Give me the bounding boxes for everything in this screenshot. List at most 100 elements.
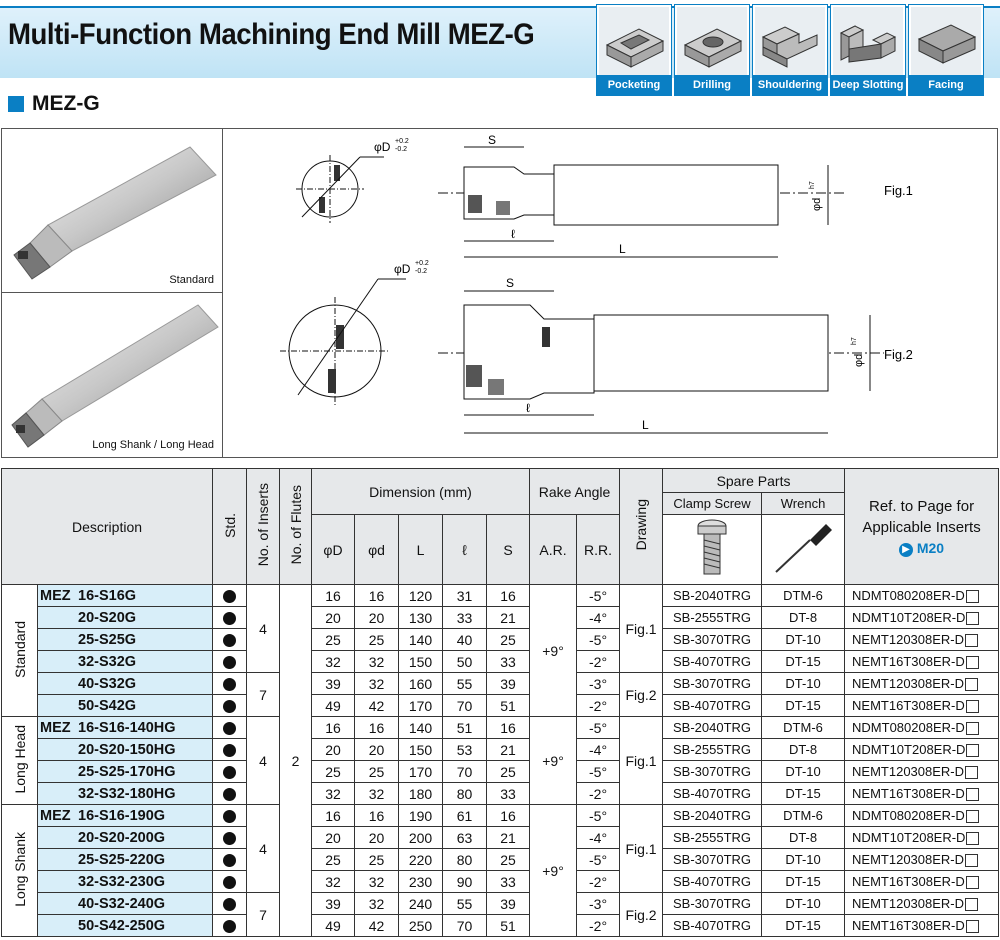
- ref-page-link[interactable]: M20: [916, 540, 945, 557]
- rr-cell: -5°: [576, 804, 621, 827]
- section-marker-icon: [8, 96, 24, 112]
- dim-L-cell: 220: [398, 848, 443, 871]
- insert-code: NEMT120308ER-D: [852, 851, 965, 867]
- insert-cell: NEMT16T308ER-D: [844, 870, 1000, 893]
- standard-stock-icon: [223, 810, 236, 824]
- standard-stock-icon: [223, 678, 236, 692]
- std-cell: [212, 804, 247, 827]
- dim-L-cell: 190: [398, 804, 443, 827]
- standard-stock-icon: [223, 898, 236, 912]
- tab-deep-slotting[interactable]: Deep Slotting: [830, 4, 906, 96]
- fig2-S-label: S: [506, 276, 514, 290]
- tab-pocketing[interactable]: Pocketing: [596, 4, 672, 96]
- std-cell: [212, 628, 247, 651]
- dim-D-cell: 25: [311, 848, 355, 871]
- insert-code: NEMT120308ER-D: [852, 631, 965, 647]
- dim-d-cell: 32: [354, 650, 399, 673]
- dim-l-cell: 70: [442, 760, 487, 783]
- standard-stock-icon: [223, 920, 236, 934]
- dim-D-cell: 39: [311, 672, 355, 695]
- ar-cell: +9°: [529, 804, 578, 937]
- page-header: Multi-Function Machining End Mill MEZ-G …: [0, 0, 1000, 96]
- std-cell: [212, 760, 247, 783]
- group-label: Long Shank: [1, 804, 38, 937]
- rr-cell: -4°: [576, 826, 621, 849]
- facing-icon: [911, 7, 981, 75]
- dim-S-cell: 25: [485, 760, 531, 783]
- dim-L-cell: 150: [398, 738, 443, 761]
- fig1-phid-label: φd: [811, 198, 823, 211]
- tab-drilling[interactable]: Drilling: [674, 4, 750, 96]
- wrench-cell: DT-10: [761, 628, 846, 651]
- standard-stock-icon: [223, 656, 236, 670]
- inserts-cell: 4: [246, 716, 280, 805]
- insert-code: NDMT10T208ER-D: [852, 741, 966, 757]
- dim-D-cell: 39: [311, 892, 355, 915]
- tab-label: Deep Slotting: [831, 75, 905, 95]
- arrow-right-icon: ▶: [898, 542, 913, 557]
- dim-l-cell: 33: [442, 606, 487, 629]
- rr-cell: -2°: [576, 782, 621, 805]
- dim-D-cell: 25: [311, 760, 355, 783]
- insert-cell: NDMT10T208ER-D: [844, 738, 1000, 761]
- clamp-screw-cell: SB-4070TRG: [662, 914, 763, 937]
- model-cell: 40-S32-240G: [37, 892, 213, 915]
- clamp-screw-cell: SB-2040TRG: [662, 584, 763, 607]
- model-cell: 20-S20-150HG: [37, 738, 213, 761]
- rr-cell: -2°: [576, 914, 621, 937]
- tab-shouldering[interactable]: Shouldering: [752, 4, 828, 96]
- rr-cell: -5°: [576, 760, 621, 783]
- wrench-cell: DT-8: [761, 738, 846, 761]
- grade-checkbox-icon: [965, 920, 979, 934]
- std-cell: [212, 782, 247, 805]
- wrench-cell: DTM-6: [761, 804, 846, 827]
- model-number: 32-S32-230G: [78, 873, 166, 890]
- tab-facing[interactable]: Facing: [908, 4, 984, 96]
- fig2-label: Fig.2: [884, 347, 913, 362]
- insert-cell: NDMT080208ER-D: [844, 584, 1000, 607]
- rr-cell: -5°: [576, 628, 621, 651]
- fig1-S-label: S: [488, 133, 496, 147]
- photo-long: Long Shank / Long Head: [2, 293, 223, 457]
- dim-d-cell: 20: [354, 606, 399, 629]
- insert-code: NDMT080208ER-D: [852, 587, 965, 603]
- model-cell: 32-S32G: [37, 650, 213, 673]
- grade-checkbox-icon: [965, 656, 979, 670]
- fig2-L-label: L: [642, 418, 649, 432]
- inserts-cell: 4: [246, 584, 280, 673]
- clamp-screw-cell: SB-2555TRG: [662, 826, 763, 849]
- std-cell: [212, 914, 247, 937]
- fig2-end-view: φD +0.2 -0.2: [280, 260, 429, 405]
- insert-cell: NEMT120308ER-D: [844, 760, 1000, 783]
- dim-L-cell: 140: [398, 628, 443, 651]
- model-cell: 32-S32-180HG: [37, 782, 213, 805]
- drawing-cell: Fig.1: [619, 804, 664, 893]
- header-inserts: No. of Inserts: [246, 468, 280, 585]
- dim-d-cell: 25: [354, 628, 399, 651]
- clamp-screw-cell: SB-4070TRG: [662, 694, 763, 717]
- wrench-cell: DTM-6: [761, 584, 846, 607]
- model-cell: 20-S20-200G: [37, 826, 213, 849]
- wrench-cell: DT-15: [761, 782, 846, 805]
- insert-cell: NEMT120308ER-D: [844, 892, 1000, 915]
- insert-code: NEMT16T308ER-D: [852, 873, 965, 889]
- clamp-screw-cell: SB-3070TRG: [662, 848, 763, 871]
- standard-stock-icon: [223, 722, 236, 736]
- model-number: 20-S20-150HG: [78, 741, 176, 758]
- grade-checkbox-icon: [965, 788, 979, 802]
- clamp-screw-cell: SB-4070TRG: [662, 650, 763, 673]
- figure-panel: Standard Long Shank / Long Head φD +0.2 …: [1, 128, 998, 458]
- fig2-side-view: S ℓ L φd h7 Fig.2: [438, 276, 913, 434]
- header-ref: Ref. to Page for Applicable Inserts ▶ M2…: [844, 468, 1000, 585]
- standard-stock-icon: [223, 766, 236, 780]
- model-number: 50-S42G: [78, 697, 137, 714]
- dim-L-cell: 160: [398, 672, 443, 695]
- header-clamp-screw: Clamp Screw: [662, 492, 763, 515]
- rr-cell: -3°: [576, 672, 621, 695]
